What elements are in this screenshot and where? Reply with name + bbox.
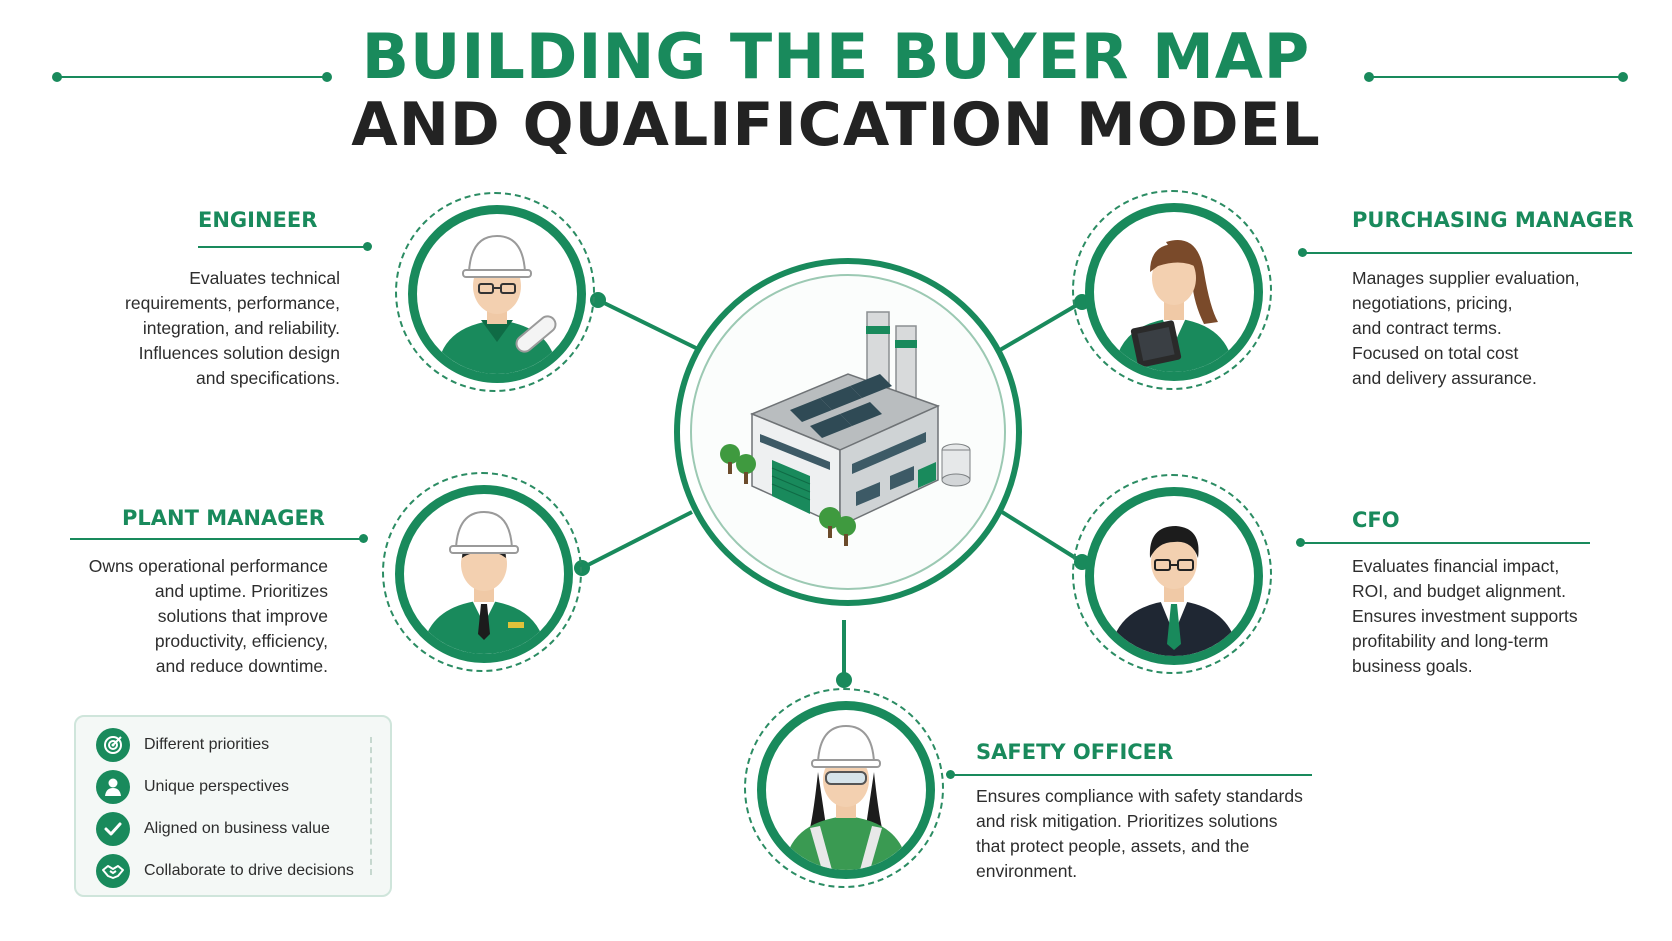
- factory-hub: [674, 258, 1022, 606]
- purchasing-manager-title: PURCHASING MANAGER: [1352, 208, 1634, 232]
- plant-manager-avatar-icon: [422, 510, 546, 654]
- page-subtitle: AND QUALIFICATION MODEL: [351, 90, 1321, 160]
- legend-label: Collaborate to drive decisions: [144, 862, 354, 879]
- handshake-icon: [96, 854, 130, 888]
- legend-item: Unique perspectives: [96, 769, 289, 805]
- safety-officer-persona: [744, 688, 944, 888]
- engineer-avatar-icon: [437, 234, 557, 374]
- engineer-title: ENGINEER: [198, 208, 318, 232]
- purchasing-manager-description: Manages supplier evaluation, negotiation…: [1352, 268, 1580, 388]
- title-rule-left: [52, 72, 332, 82]
- legend-item: Different priorities: [96, 727, 269, 763]
- purchasing-manager-avatar-icon: [1114, 240, 1234, 372]
- engineer-rule: [198, 242, 372, 251]
- safety-officer-description: Ensures compliance with safety standards…: [976, 786, 1303, 881]
- legend-item: Aligned on business value: [96, 811, 330, 847]
- plant-manager-title: PLANT MANAGER: [122, 506, 325, 530]
- factory-icon: [720, 311, 971, 546]
- legend-label: Different priorities: [144, 736, 270, 753]
- page-title: BUILDING THE BUYER MAP: [361, 20, 1311, 93]
- cfo-title: CFO: [1352, 508, 1400, 532]
- plant-manager-rule: [70, 534, 368, 543]
- purchasing-manager-persona: [1072, 190, 1272, 390]
- engineer-persona: [395, 192, 595, 392]
- legend-panel: Different priorities Unique perspectives…: [74, 715, 392, 897]
- engineer-description: Evaluates technical requirements, perfor…: [125, 268, 340, 388]
- plant-manager-description: Owns operational performance and uptime.…: [88, 556, 328, 676]
- cfo-description: Evaluates financial impact, ROI, and bud…: [1352, 556, 1578, 676]
- title-rule-right: [1364, 72, 1628, 82]
- legend-label: Aligned on business value: [144, 820, 330, 837]
- target-icon: [96, 728, 130, 762]
- cfo-avatar-icon: [1110, 526, 1238, 656]
- legend-item: Collaborate to drive decisions: [96, 853, 354, 889]
- checkmark-icon: [96, 812, 130, 846]
- legend-label: Unique perspectives: [144, 778, 289, 795]
- safety-officer-rule: [946, 770, 1312, 779]
- cfo-rule: [1296, 538, 1590, 547]
- cfo-persona: [1072, 474, 1272, 674]
- person-icon: [96, 770, 130, 804]
- plant-manager-persona: [382, 472, 582, 672]
- safety-officer-avatar-icon: [784, 724, 908, 870]
- purchasing-manager-rule: [1298, 248, 1632, 257]
- safety-officer-title: SAFETY OFFICER: [976, 740, 1174, 764]
